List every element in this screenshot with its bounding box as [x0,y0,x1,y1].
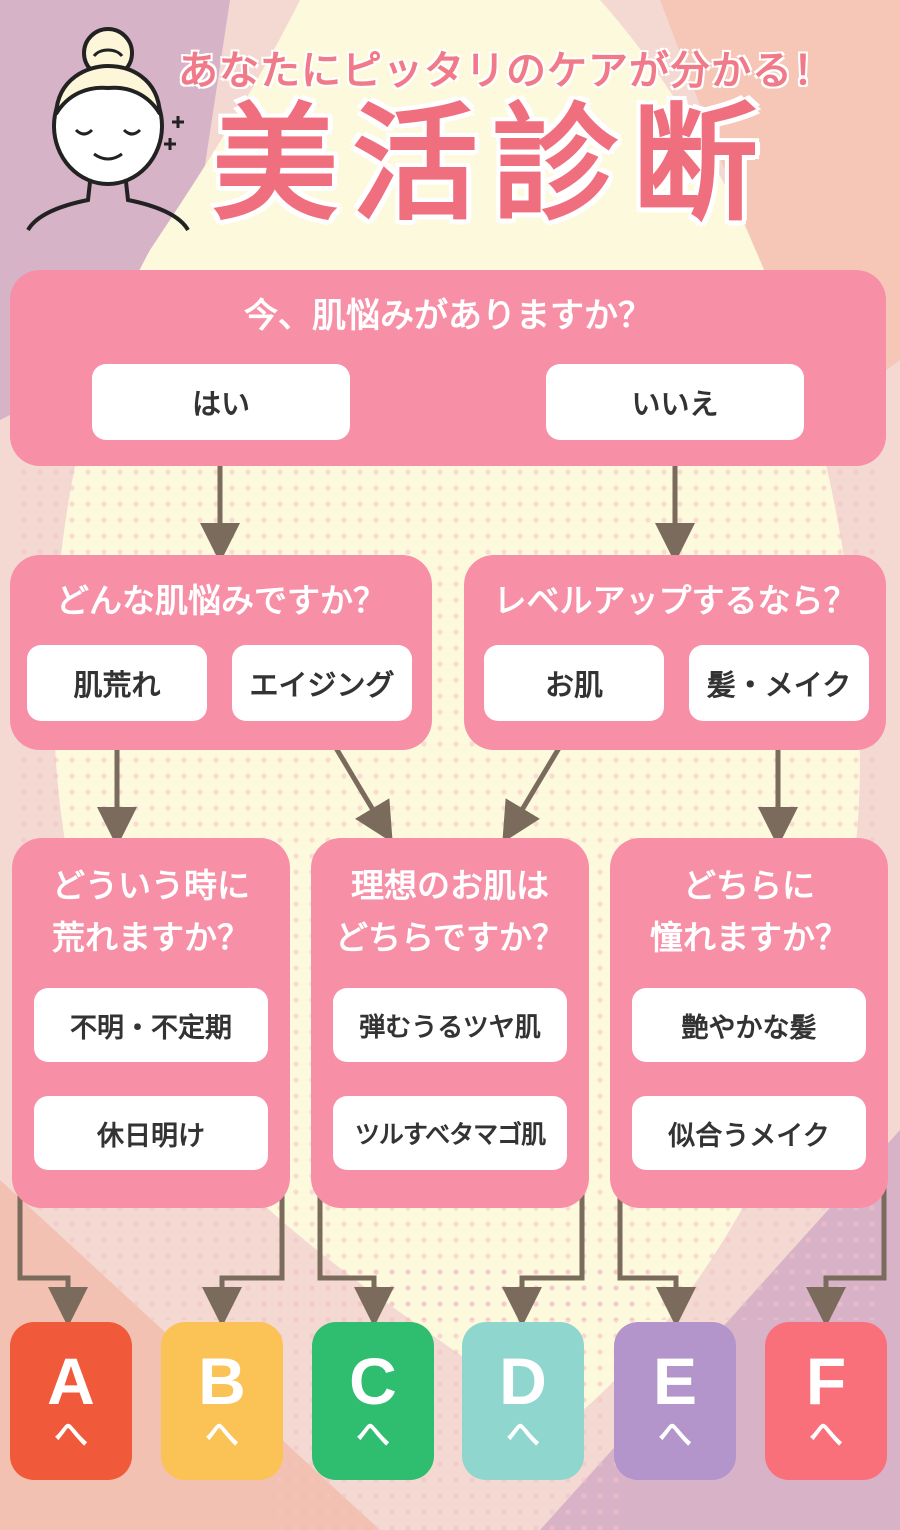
answer-tsuyayaka-kami-button[interactable]: 艶やかな髪 [632,988,866,1062]
answer-kami-make-button[interactable]: 髪・メイク [689,645,869,721]
answer-aging-button[interactable]: エイジング [232,645,412,721]
page-title: 美活診断 [212,91,772,238]
result-a-button[interactable]: A へ [10,1322,132,1480]
result-e-suffix: へ [658,1415,692,1455]
result-d-button[interactable]: D へ [462,1322,584,1480]
result-a-suffix: へ [54,1415,88,1455]
result-c-letter: C [349,1344,397,1418]
arrow-aging [327,736,393,843]
result-a-letter: A [47,1344,95,1418]
question-3c-line2: 憧れますか？ [650,918,848,957]
question-3b-line2: どちらですか？ [334,918,565,957]
result-d-suffix: へ [506,1415,540,1455]
question-1-text: 今、肌悩みがありますか？ [244,296,652,336]
answer-ohada-button[interactable]: お肌 [484,645,664,721]
result-b-letter: B [198,1344,246,1418]
answer-tamago-button[interactable]: ツルすべタマゴ肌 [333,1096,567,1170]
result-e-letter: E [652,1344,698,1418]
woman-face-icon [26,27,190,232]
answer-niau-make-button[interactable]: 似合うメイク [632,1096,866,1170]
question-box-3a: どういう時に 荒れますか？ 不明・不定期 休日明け [12,838,290,1208]
result-b-button[interactable]: B へ [161,1322,283,1480]
question-box-2b: レベルアップするなら？ お肌 髪・メイク [464,555,886,750]
result-d-letter: D [499,1344,547,1418]
sparkle-icon [164,116,184,150]
result-e-button[interactable]: E へ [614,1322,736,1480]
page-subtitle: あなたにピッタリのケアが分かる！ [178,48,834,94]
result-c-button[interactable]: C へ [312,1322,434,1480]
result-f-letter: F [805,1344,847,1418]
question-box-3b: 理想のお肌は どちらですか？ 弾むうるツヤ肌 ツルすべタマゴ肌 [311,838,589,1208]
question-3a-line1: どういう時に [52,866,250,905]
question-3a-line2: 荒れますか？ [52,918,250,957]
result-b-suffix: へ [205,1415,239,1455]
answer-yes-button[interactable]: はい [92,364,350,440]
question-box-1: 今、肌悩みがありますか？ はい いいえ [10,270,886,466]
result-c-suffix: へ [356,1415,390,1455]
answer-uruttsuya-button[interactable]: 弾むうるツヤ肌 [333,988,567,1062]
answer-no-button[interactable]: いいえ [546,364,804,440]
result-f-suffix: へ [809,1415,843,1455]
answer-hadaare-button[interactable]: 肌荒れ [27,645,207,721]
question-3b-line1: 理想のお肌は [351,866,549,905]
answer-fumei-button[interactable]: 不明・不定期 [34,988,268,1062]
question-3c-line1: どちらに [683,866,815,905]
result-f-button[interactable]: F へ [765,1322,887,1480]
question-2a-text: どんな肌悩みですか？ [56,581,386,620]
arrow-ohada [502,736,568,843]
answer-kyujitsu-button[interactable]: 休日明け [34,1096,268,1170]
question-2b-text: レベルアップするなら？ [493,581,857,620]
question-box-2a: どんな肌悩みですか？ 肌荒れ エイジング [10,555,432,750]
question-box-3c: どちらに 憧れますか？ 艶やかな髪 似合うメイク [610,838,888,1208]
